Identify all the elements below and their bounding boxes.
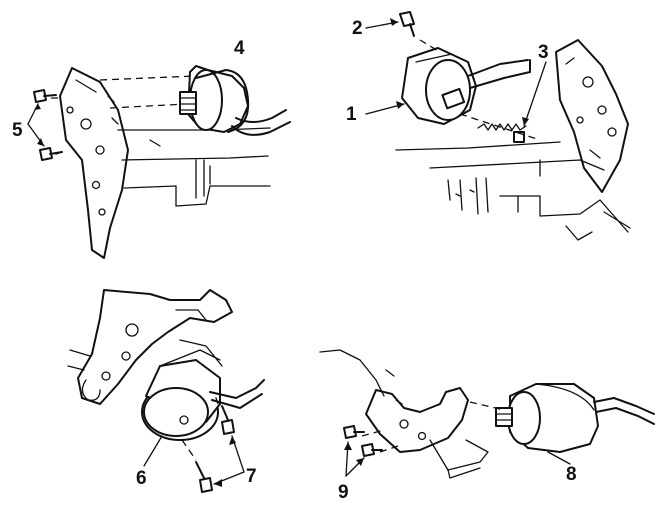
callout-label-3: 3	[538, 42, 549, 63]
screw-icon	[39, 147, 63, 161]
callout-label-8: 8	[566, 464, 577, 485]
callout-label-4: 4	[234, 38, 245, 59]
assembly-top-left	[27, 65, 291, 259]
callout-labels: 1 2 3 4 5 6 7 8 9	[12, 18, 577, 503]
assembly-bottom-right	[319, 349, 655, 479]
callout-label-9: 9	[338, 482, 349, 503]
screw-icon	[33, 89, 57, 103]
screw-icon	[343, 425, 365, 439]
callout-label-6: 6	[136, 468, 147, 489]
callout-label-7: 7	[246, 466, 257, 487]
callout-label-2: 2	[352, 18, 363, 39]
assembly-top-right	[365, 11, 631, 241]
screw-icon	[221, 405, 235, 435]
screw-icon	[361, 443, 383, 457]
assembly-bottom-left	[67, 289, 265, 493]
screw-icon	[399, 11, 415, 37]
callout-label-1: 1	[346, 104, 357, 125]
screw-icon	[195, 461, 213, 493]
callout-label-5: 5	[12, 120, 23, 141]
